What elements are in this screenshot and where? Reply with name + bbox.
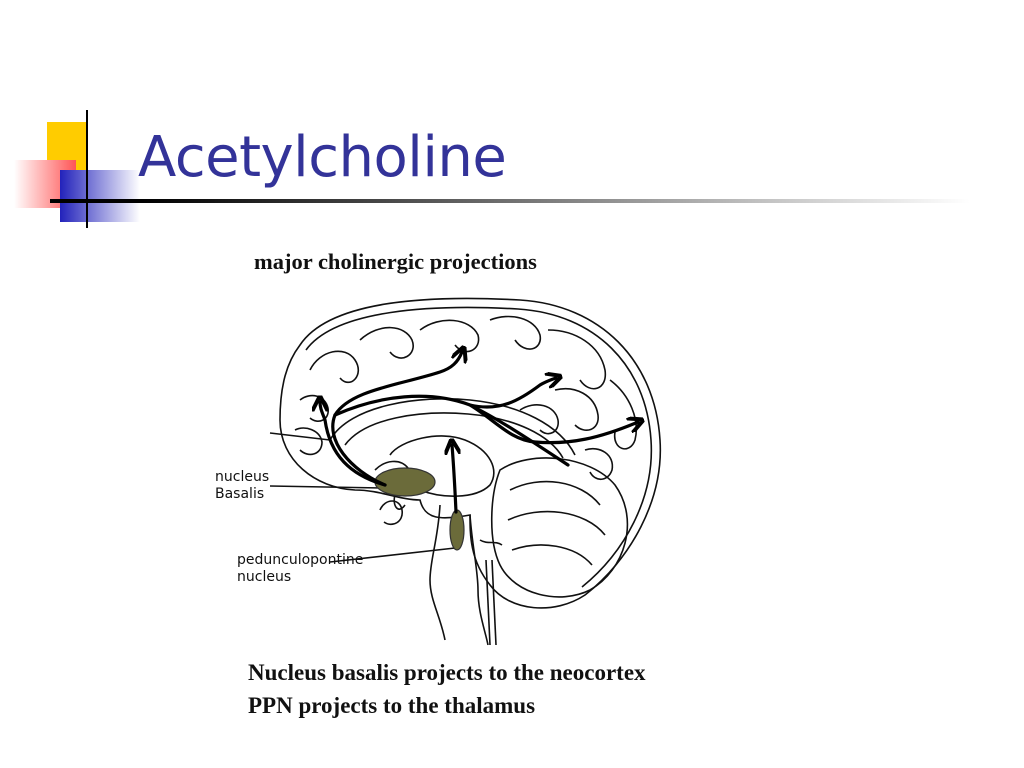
corner-decoration [14,110,150,228]
slide-title: Acetylcholine [138,125,507,190]
caption-line-1: Nucleus basalis projects to the neocorte… [248,660,646,685]
projection-arrow-dorsal [331,352,462,487]
projection-arrow-frontal [320,402,387,487]
brainstem [429,504,446,641]
ppn-shape [449,509,465,551]
title-divider [50,199,970,203]
corpus-callosum [329,397,576,456]
ppn-label: pedunculopontine nucleus [237,552,364,585]
nucleus-basalis-shape [374,467,436,497]
caption-line-2: PPN projects to the thalamus [248,693,536,718]
figure-title: major cholinergic projections [254,249,537,274]
blue-square [60,170,140,222]
brain-outline [279,297,662,609]
ppn-arrow-thalamus [452,445,456,514]
cerebellum [490,457,629,598]
basalis-leader-line [269,485,383,489]
brain-diagram [269,297,662,646]
projection-arrow-parietal [333,378,556,417]
nucleus-basalis-label: nucleus Basalis [215,469,270,502]
projection-arrow-thalamus-line [468,403,570,467]
ppn-leader-line [329,547,456,563]
